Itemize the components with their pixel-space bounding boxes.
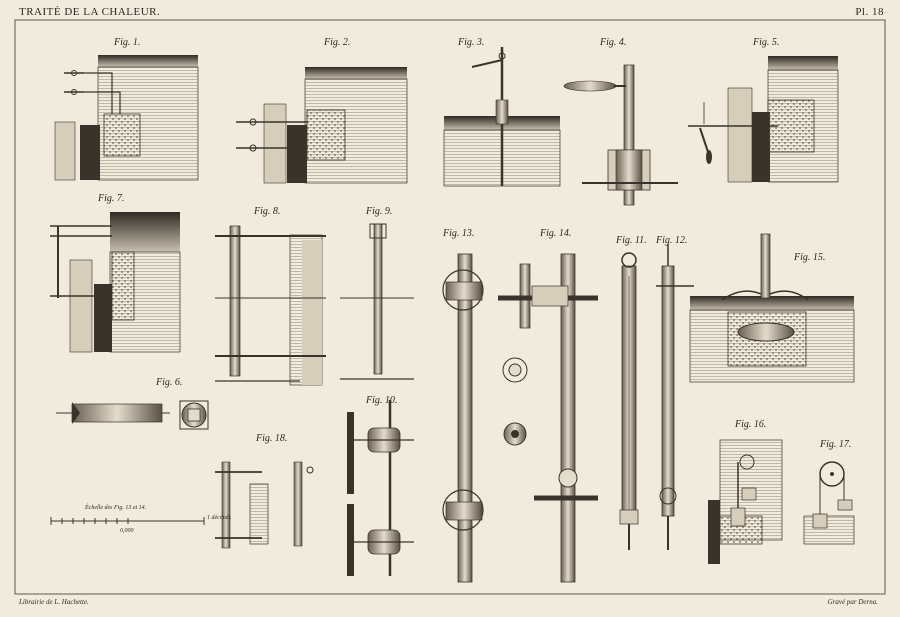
fig-2-label: Fig. 2.: [323, 37, 350, 48]
publisher-credit: Librairie de L. Hachette.: [19, 598, 89, 606]
fig-1-drawing: [54, 55, 199, 181]
fig-4-drawing: [563, 64, 678, 206]
fig-14-label: Fig. 14.: [539, 228, 571, 239]
fig-2-drawing: [236, 67, 408, 184]
fig-12-drawing: [656, 244, 694, 550]
fig-3-drawing: [443, 47, 561, 187]
fig-5-drawing: [688, 56, 839, 183]
fig-10-drawing: [347, 400, 414, 576]
plate-border: [14, 19, 886, 595]
fig-15-drawing: [689, 233, 855, 383]
fig-7-drawing: [50, 212, 181, 353]
fig-17-drawing: [803, 461, 855, 545]
scale-unit-left: 0,000: [120, 528, 134, 534]
fig-14-drawing: [498, 253, 598, 583]
fig-13-label: Fig. 13.: [442, 228, 474, 239]
scale-bar: [50, 517, 205, 525]
plate-number: Pl. 18: [855, 6, 884, 18]
fig-9-drawing: [340, 223, 414, 380]
fig-6-label: Fig. 6.: [155, 377, 182, 388]
scale-unit-right: 1 décimèt.: [207, 515, 232, 521]
fig-10-label: Fig. 10.: [365, 395, 397, 406]
fig-4-label: Fig. 4.: [599, 37, 626, 48]
fig-15-label: Fig. 15.: [793, 252, 825, 263]
fig-16-label: Fig. 16.: [734, 419, 766, 430]
fig-18-label: Fig. 18.: [255, 433, 287, 444]
fig-16-drawing: [708, 439, 783, 564]
fig-13-drawing: [442, 253, 528, 583]
fig-7-label: Fig. 7.: [97, 193, 124, 204]
fig-6-drawing: [56, 400, 209, 430]
fig-8-drawing: [215, 225, 326, 386]
fig-12-label: Fig. 12.: [655, 235, 687, 246]
fig-18-drawing: [215, 461, 314, 549]
fig-1-label: Fig. 1.: [113, 37, 140, 48]
fig-5-label: Fig. 5.: [752, 37, 779, 48]
plate-title: TRAITÉ DE LA CHALEUR.: [19, 6, 161, 18]
fig-11-drawing: [619, 252, 639, 550]
engraver-credit: Gravé par Derna.: [827, 598, 878, 606]
fig-8-label: Fig. 8.: [253, 206, 280, 217]
scale-caption: Échelle des Fig. 13 et 14.: [84, 503, 146, 511]
fig-17-label: Fig. 17.: [819, 439, 851, 450]
fig-9-label: Fig. 9.: [365, 206, 392, 217]
fig-3-label: Fig. 3.: [457, 37, 484, 48]
fig-11-label: Fig. 11.: [615, 235, 647, 246]
